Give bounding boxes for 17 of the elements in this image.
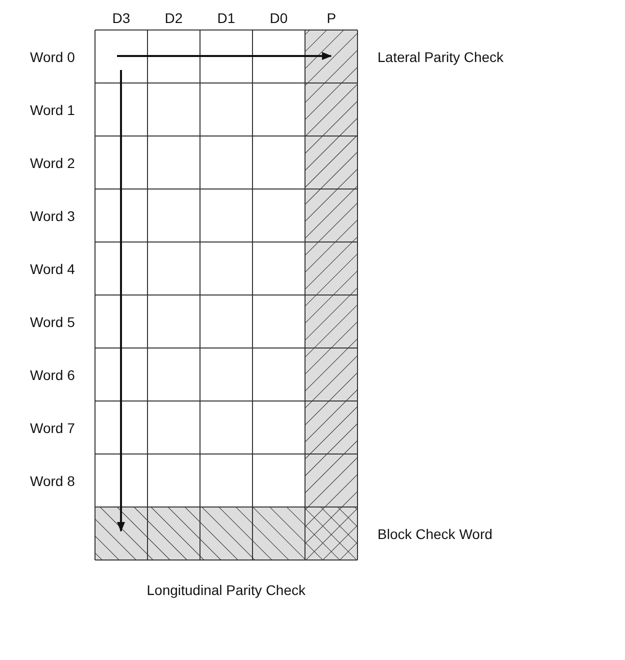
- annotation-text: Block Check Word: [378, 526, 492, 542]
- row-label: Word 0: [30, 49, 75, 65]
- column-header: D1: [217, 10, 236, 26]
- row-label: Word 4: [30, 261, 75, 277]
- annotation-text: Longitudinal Parity Check: [146, 582, 306, 598]
- row-label: Word 1: [30, 102, 75, 118]
- column-header: P: [326, 10, 336, 26]
- annotation-text: Lateral Parity Check: [378, 49, 504, 65]
- row-label: Word 5: [30, 314, 75, 330]
- row-label: Word 6: [30, 367, 75, 383]
- column-header: D2: [164, 10, 183, 26]
- row-label: Word 7: [30, 420, 75, 436]
- row-label: Word 8: [30, 473, 75, 489]
- row-label: Word 2: [30, 155, 75, 171]
- column-header: D3: [112, 10, 130, 26]
- column-header: D0: [270, 10, 288, 26]
- row-label: Word 3: [30, 208, 75, 224]
